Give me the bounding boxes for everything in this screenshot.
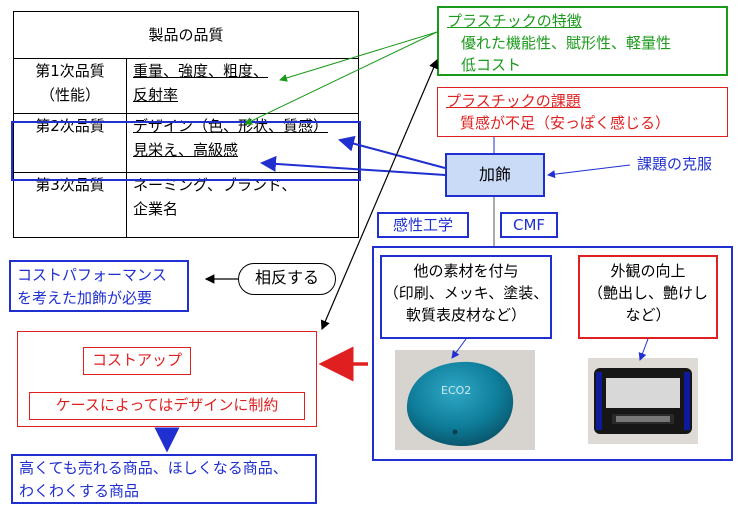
features-line2: 低コスト bbox=[461, 56, 522, 74]
table-title: 製品の品質 bbox=[13, 11, 359, 59]
cost-note-box: コストパフォーマンス を考えた加飾が必要 bbox=[9, 260, 189, 312]
arrow-photo-2 bbox=[638, 338, 649, 361]
photo-logo-text: ECO2 bbox=[441, 384, 471, 397]
arrow-photo-1 bbox=[451, 338, 467, 359]
issues-title: プラスチックの課題 bbox=[446, 92, 581, 110]
photo-teal-product: ECO2 bbox=[395, 350, 535, 450]
issues-box: プラスチックの課題 質感が不足（安っぽく感じる） bbox=[437, 87, 728, 137]
decoration-badge: 加飾 bbox=[445, 153, 545, 197]
arrow-green-2 bbox=[244, 31, 438, 125]
table-cell-grade-1: 第1次品質（性能） bbox=[13, 58, 127, 114]
goal-box: 高くても売れる商品、ほしくなる商品、 わくわくする商品 bbox=[11, 454, 317, 504]
arrow-green-1 bbox=[279, 31, 438, 82]
features-box: プラスチックの特徴 優れた機能性、賦形性、軽量性 低コスト bbox=[437, 6, 728, 76]
overcome-label: 課題の克服 bbox=[637, 155, 713, 173]
features-line1: 優れた機能性、賦形性、軽量性 bbox=[461, 34, 672, 52]
arrow-overcome bbox=[547, 164, 631, 179]
issues-line1: 質感が不足（安っぽく感じる） bbox=[460, 114, 671, 132]
photo-dark-frame bbox=[588, 358, 698, 444]
cost-up-box: コストアップ bbox=[83, 347, 191, 375]
table-cell-desc-1: 重量、強度、粗度、反射率 bbox=[126, 58, 359, 114]
tag-cmf: CMF bbox=[500, 212, 558, 238]
table-cell-grade-3: 第3次品質 bbox=[13, 172, 127, 238]
cost-area bbox=[17, 331, 317, 427]
case-limit-box: ケースによってはデザインに制約 bbox=[29, 392, 305, 420]
arrow-blue-2 bbox=[260, 155, 446, 176]
option-appearance: 外観の向上 （艶出し、艶けし など） bbox=[578, 255, 718, 339]
quality-table: 製品の品質 第1次品質（性能） 重量、強度、粗度、反射率 第2次品質 デザイン（… bbox=[13, 11, 359, 238]
options-panel bbox=[372, 246, 733, 461]
arrow-double bbox=[320, 58, 439, 331]
features-title: プラスチックの特徴 bbox=[447, 12, 582, 30]
